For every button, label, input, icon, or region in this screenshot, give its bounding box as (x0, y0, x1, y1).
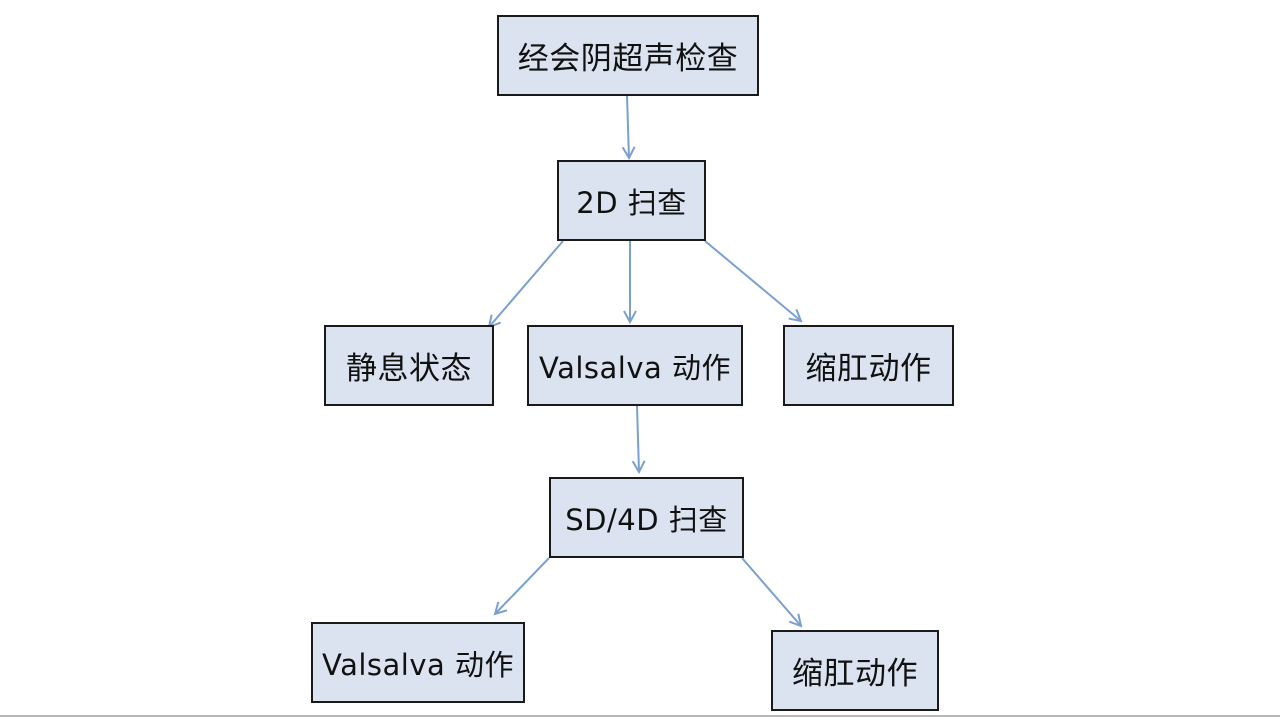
node-resting-state: 静息状态 (324, 325, 494, 406)
node-valsalva-maneuver-1: Valsalva 动作 (527, 325, 743, 406)
edge-scan2d-to-rest (489, 240, 564, 327)
node-valsalva-maneuver-2: Valsalva 动作 (311, 622, 525, 703)
node-2d-scan: 2D 扫查 (557, 160, 706, 241)
bottom-divider (0, 715, 1280, 717)
node-3d-4d-scan: SD/4D 扫查 (549, 477, 744, 558)
edge-scan3d-to-valsalva2 (495, 557, 550, 614)
edge-scan2d-to-anal1 (704, 240, 801, 321)
edge-valsalva1-to-scan3d (637, 405, 639, 472)
edge-exam-to-scan2d (627, 95, 629, 158)
node-anal-contraction-1: 缩肛动作 (783, 325, 954, 406)
node-anal-contraction-2: 缩肛动作 (771, 630, 939, 711)
edge-scan3d-to-anal2 (741, 557, 801, 626)
node-perineal-ultrasound-exam: 经会阴超声检查 (497, 15, 759, 96)
